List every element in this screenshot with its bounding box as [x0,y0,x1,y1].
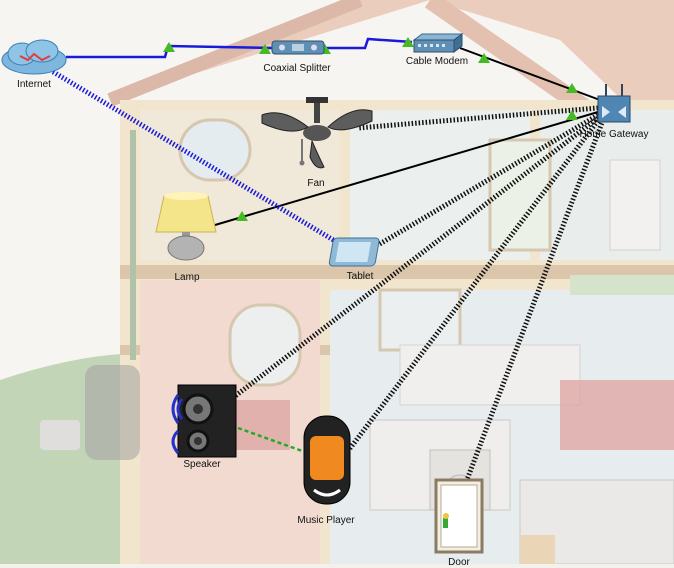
link-up-triangle [478,53,490,63]
link-up-triangle [566,83,578,93]
link-up-triangle [402,37,414,47]
link-speaker-musicplayer[interactable] [237,426,306,454]
fan-label: Fan [307,178,325,189]
speaker-icon[interactable] [171,384,237,458]
link-gateway-tablet[interactable] [376,112,600,248]
coaxial-splitter-label: Coaxial Splitter [263,63,331,74]
link-up-triangle [163,42,175,52]
modem-icon[interactable] [412,33,464,53]
internet-label: Internet [17,79,51,90]
tablet-icon[interactable] [328,237,380,267]
door-label: Door [448,557,470,568]
link-up-triangle [566,110,578,120]
cable-modem-label: Cable Modem [405,56,469,67]
home-gateway-label: Home Gateway [579,129,649,140]
link-splitter-modem[interactable] [325,37,413,50]
tablet-label: Tablet [346,271,374,282]
link-gateway-speaker[interactable] [228,116,600,402]
lamp-icon[interactable] [155,192,217,261]
link-gateway-fan[interactable] [357,105,599,131]
link-internet-tablet[interactable] [48,67,352,253]
door-icon[interactable] [434,478,484,554]
router-icon[interactable] [597,84,631,123]
link-gateway-musicplayer[interactable] [343,116,602,457]
speaker-label: Speaker [183,459,221,470]
cloud-icon[interactable] [1,39,67,75]
music-player-icon[interactable] [303,415,351,505]
music-player-label: Music Player [297,515,355,526]
ceiling-fan-icon[interactable] [261,97,373,169]
link-up-triangle [259,44,271,54]
link-up-triangle [236,211,248,221]
splitter-icon[interactable] [271,40,325,55]
lamp-label: Lamp [174,272,200,283]
